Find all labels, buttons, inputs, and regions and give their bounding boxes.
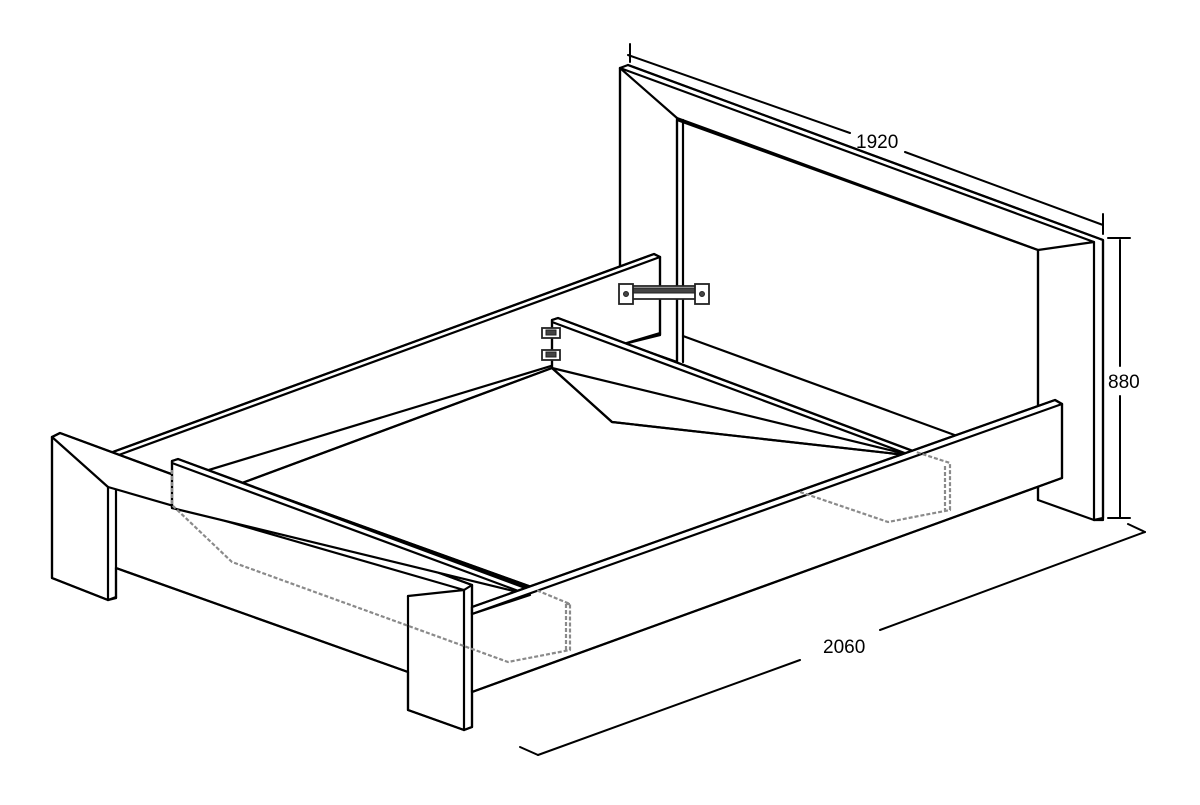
length-dimension: 2060 — [519, 523, 1146, 756]
hidden-storage-drawers — [170, 450, 952, 664]
hook-bracket-upper — [541, 327, 561, 339]
height-label: 880 — [1108, 372, 1140, 393]
width-label: 1920 — [856, 132, 898, 153]
width-dimension: 1920 — [627, 43, 1104, 235]
hook-bracket-lower — [541, 349, 561, 361]
height-dimension: 880 — [1107, 237, 1140, 519]
left-side-rail — [108, 252, 662, 502]
right-side-rail — [470, 398, 1064, 694]
length-label: 2060 — [823, 637, 865, 658]
connector-bracket — [618, 283, 710, 305]
footboard — [50, 431, 474, 732]
